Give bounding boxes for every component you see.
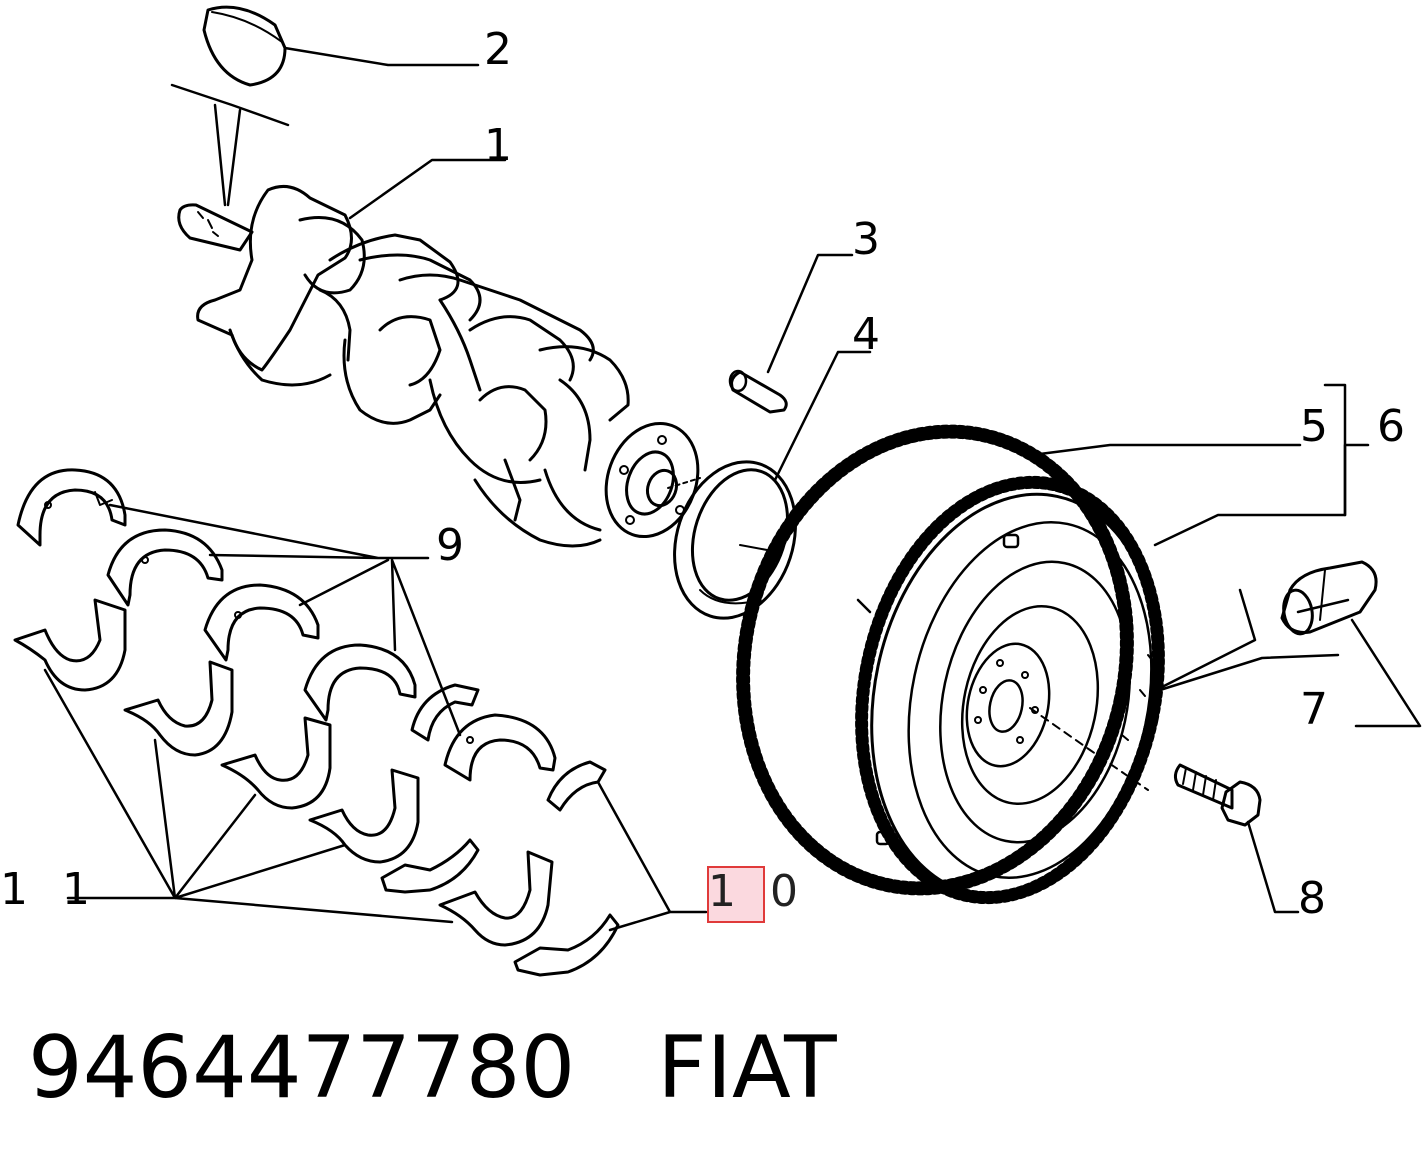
callout-2: 2 [484, 24, 512, 75]
leader-line-2 [283, 46, 480, 67]
callout-8: 8 [1298, 873, 1326, 924]
leader-line-8 [1246, 820, 1300, 914]
callout-10: 1 0 [708, 866, 808, 917]
flywheel-part-6 [736, 424, 1165, 905]
leader-line-6 [1153, 383, 1370, 547]
callout-5: 5 [1300, 401, 1328, 452]
callout-10-highlight [707, 866, 765, 923]
bearing-shells-part-9 [16, 468, 557, 782]
leader-line-11 [43, 668, 454, 924]
bushing-part-7 [1280, 560, 1378, 636]
brand-name: FIAT [657, 1018, 837, 1118]
leader-line-7 [1158, 588, 1422, 728]
leader-line-4 [773, 350, 872, 482]
thrust-washers-part-10 [380, 683, 620, 977]
part-number: 9464477780 [28, 1018, 576, 1118]
bolt-part-8 [1173, 763, 1262, 827]
callout-7: 7 [1300, 684, 1328, 735]
leader-line-3 [766, 253, 854, 374]
part-caption: 9464477780 FIAT [28, 1025, 837, 1111]
key-seat-indicator [170, 83, 290, 207]
leader-line-10 [596, 780, 708, 932]
callout-6: 6 [1377, 401, 1405, 452]
callout-1: 1 [484, 120, 512, 171]
caption-gap [575, 1018, 657, 1118]
callout-4: 4 [852, 309, 880, 360]
dowel-pin-part-3 [728, 369, 788, 414]
leader-line-5 [1030, 443, 1302, 457]
callout-11: 1 1 [0, 864, 100, 915]
callout-9: 9 [436, 520, 464, 571]
woodruff-key-part-2 [202, 5, 287, 87]
crankshaft-part-1 [177, 184, 701, 548]
oil-seal-part-4 [673, 460, 797, 620]
leader-line-9 [108, 503, 462, 737]
leader-line-1 [348, 158, 507, 220]
callout-3: 3 [852, 214, 880, 265]
